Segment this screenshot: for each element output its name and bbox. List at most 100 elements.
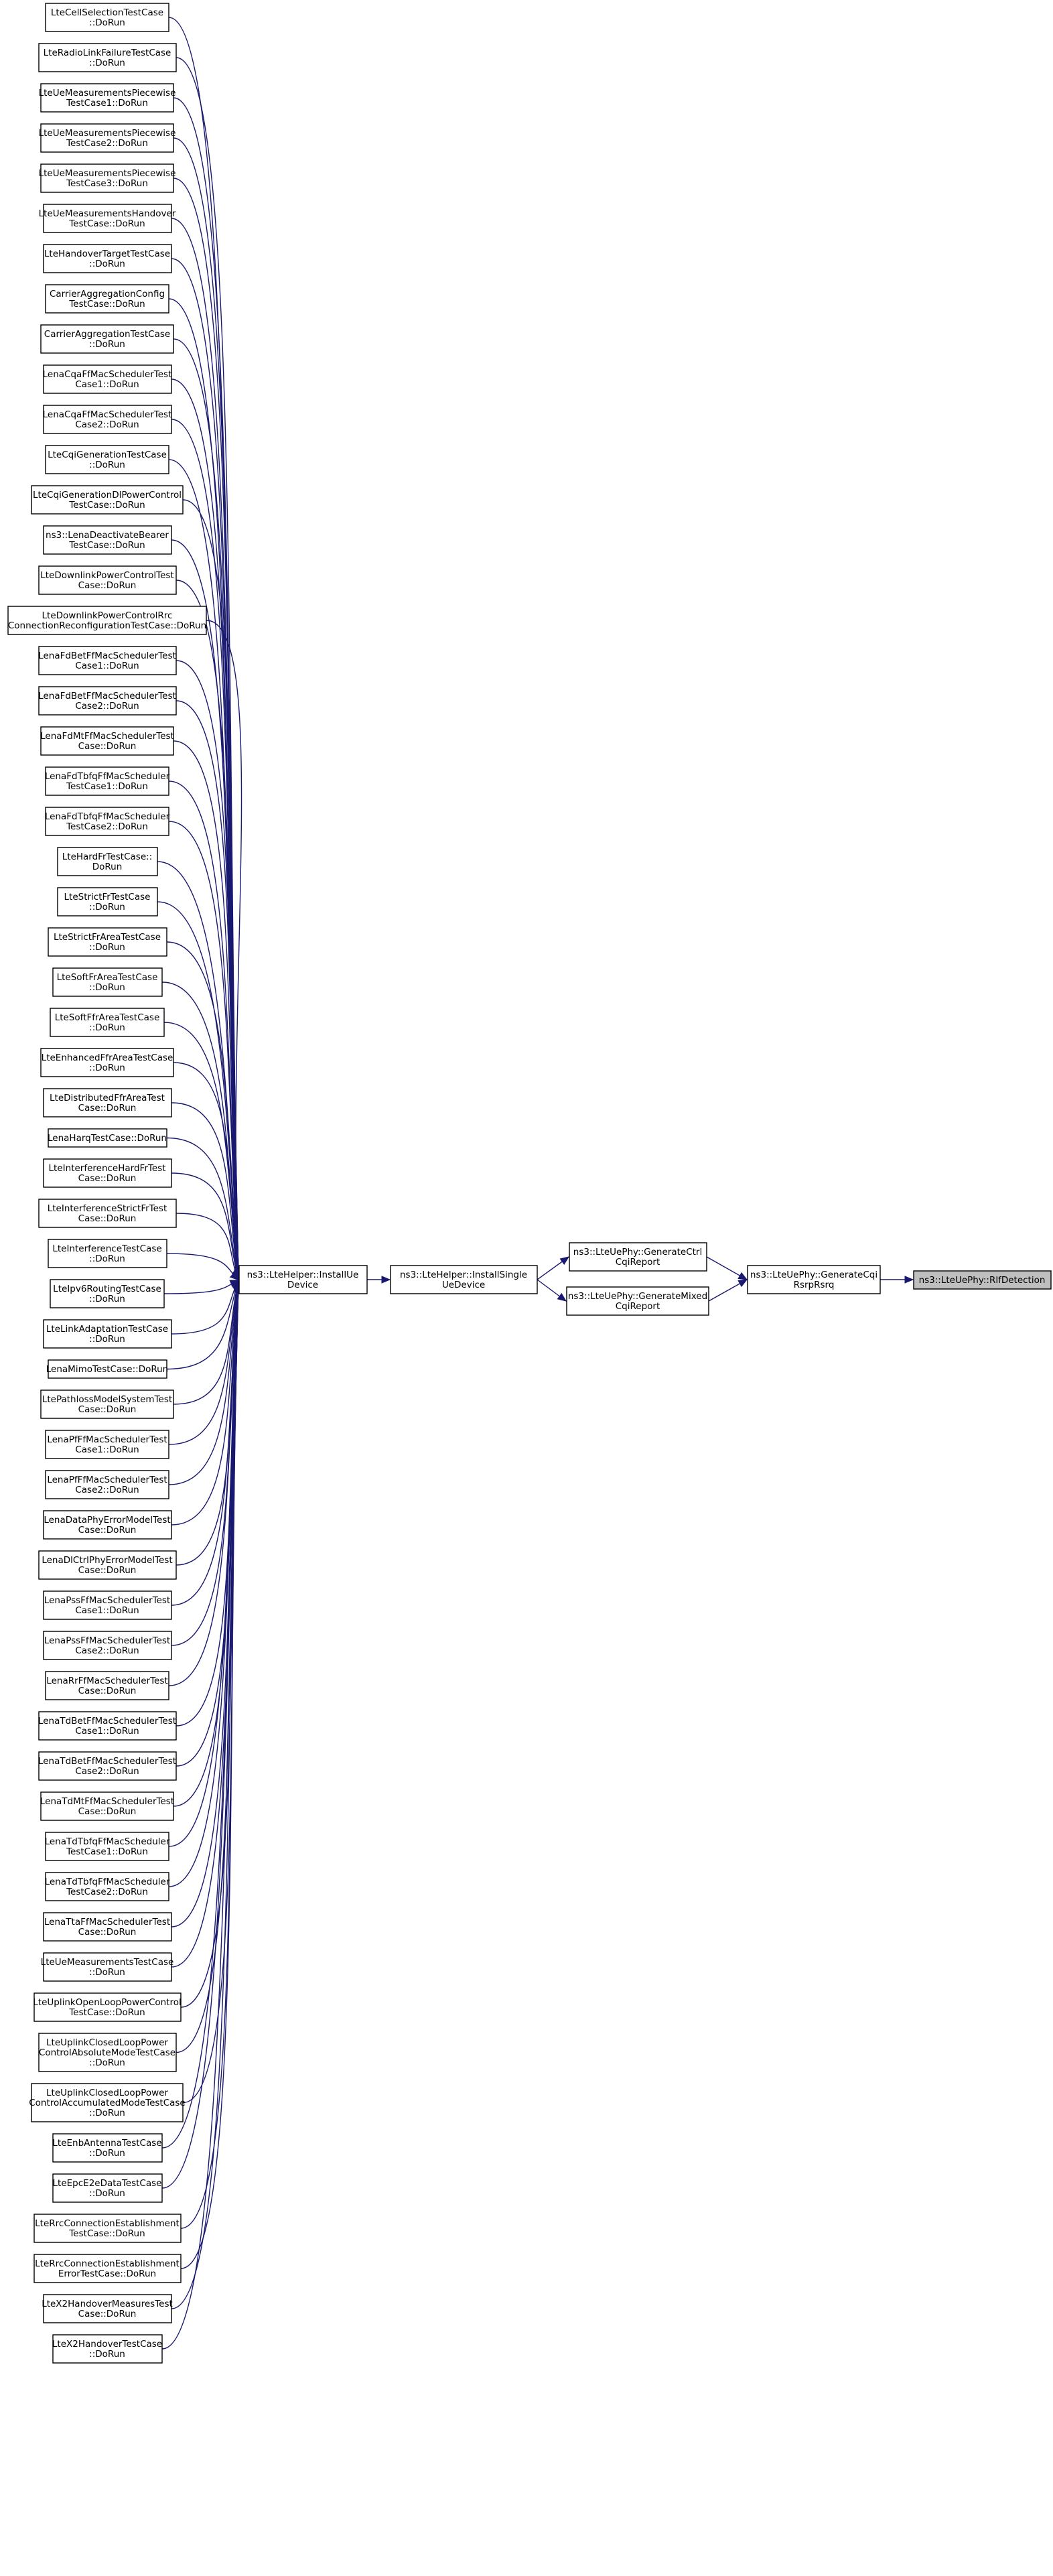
node-lterrcconnectionestablishment-errortestcase-dorun[interactable]: LteRrcConnectionEstablishmentErrorTestCa…	[33, 2254, 182, 2283]
node-ltesoftfrareatestcase-dorun[interactable]: LteSoftFrAreaTestCase::DoRun	[52, 967, 163, 997]
node-ltestrictfrtestcase-dorun[interactable]: LteStrictFrTestCase::DoRun	[57, 887, 158, 917]
node-label: UeDevice	[442, 1280, 485, 1290]
node-box	[747, 1265, 881, 1294]
node-box	[38, 2033, 177, 2072]
node-lteenhancedffrareatestcase-dorun[interactable]: LteEnhancedFfrAreaTestCase::DoRun	[40, 1048, 174, 1077]
node-label: LenaPssFfMacSchedulerTest	[44, 1595, 170, 1606]
node-label: ::DoRun	[89, 339, 125, 350]
node-lteuplinkclosedlooppower-controlaccumulatedmodetestcase-dorun[interactable]: LteUplinkClosedLoopPowerControlAccumulat…	[29, 2083, 186, 2122]
node-lteuplinkopenlooppowercontrol-testcase-dorun[interactable]: LteUplinkOpenLoopPowerControlTestCase::D…	[33, 1992, 182, 2022]
node-carrieraggregationtestcase-dorun[interactable]: CarrierAggregationTestCase::DoRun	[40, 324, 174, 354]
node-lterrcconnectionestablishment-testcase-dorun[interactable]: LteRrcConnectionEstablishmentTestCase::D…	[33, 2214, 182, 2243]
node-label: ::DoRun	[89, 58, 125, 68]
edge-rsrp-to-rlf	[880, 1276, 914, 1284]
node-box	[43, 1912, 172, 1942]
node-label: LenaTdTbfqFfMacScheduler	[45, 1836, 170, 1847]
node-lenaharqtestcase-dorun[interactable]: LenaHarqTestCase::DoRun	[48, 1128, 167, 1148]
node-ltecqigenerationdlpowercontrol-testcase-dorun[interactable]: LteCqiGenerationDlPowerControlTestCase::…	[31, 485, 184, 515]
edge-line	[176, 1213, 239, 1280]
node-label: LenaTdBetFfMacSchedulerTest	[38, 1716, 176, 1726]
node-box	[45, 1832, 169, 1861]
node-box	[43, 1631, 172, 1660]
node-ltelinkadaptationtestcase-dorun[interactable]: LteLinkAdaptationTestCase::DoRun	[43, 1319, 172, 1349]
node-box	[238, 1265, 368, 1294]
node-lteenbantennatestcase-dorun[interactable]: LteEnbAntennaTestCase::DoRun	[52, 2133, 163, 2163]
edge-single-to-ctrl	[537, 1256, 570, 1280]
edge-ue-to-single	[367, 1276, 391, 1284]
node-ltecellselectiontestcase-dorun[interactable]: LteCellSelectionTestCase::DoRun	[45, 3, 169, 32]
node-label: LenaPfFfMacSchedulerTest	[47, 1434, 167, 1445]
node-ltex2handovertestcase-dorun[interactable]: LteX2HandoverTestCase::DoRun	[52, 2334, 163, 2364]
node-label: LenaMimoTestCase::DoRun	[46, 1364, 169, 1375]
node-lteuemeasurementspiecewise-testcase2-dorun[interactable]: LteUeMeasurementsPiecewiseTestCase2::DoR…	[39, 123, 176, 153]
node-label: ErrorTestCase::DoRun	[58, 2268, 156, 2279]
node-label: TestCase::DoRun	[68, 2007, 145, 2018]
node-lteradiolinkfailuretestcase-dorun[interactable]: LteRadioLinkFailureTestCase::DoRun	[38, 43, 177, 72]
node-box	[913, 1270, 1052, 1290]
node-ltehandovertargettestcase-dorun[interactable]: LteHandoverTargetTestCase::DoRun	[43, 244, 172, 273]
node-label: TestCase2::DoRun	[66, 1887, 148, 1897]
node-lteuemeasurementspiecewise-testcase3-dorun[interactable]: LteUeMeasurementsPiecewiseTestCase3::DoR…	[39, 163, 176, 193]
node-lteuemeasurementstestcase-dorun[interactable]: LteUeMeasurementsTestCase::DoRun	[41, 1952, 174, 1982]
node-box	[40, 1389, 174, 1419]
node-label: Case2::DoRun	[75, 701, 139, 711]
node-lteinterferencetestcase-dorun[interactable]: LteInterferenceTestCase::DoRun	[48, 1239, 167, 1268]
node-box	[52, 2334, 163, 2364]
node-lteepce2edatatestcase-dorun[interactable]: LteEpcE2eDataTestCase::DoRun	[52, 2173, 163, 2203]
node-label: LteStrictFrAreaTestCase	[54, 932, 161, 943]
node-lteipv6routingtestcase-dorun[interactable]: LteIpv6RoutingTestCase::DoRun	[50, 1279, 165, 1308]
node-lenamimotestcase-dorun[interactable]: LenaMimoTestCase::DoRun	[46, 1359, 169, 1379]
node-lteuemeasurementspiecewise-testcase1-dorun[interactable]: LteUeMeasurementsPiecewiseTestCase1::DoR…	[39, 83, 176, 113]
node-ltehardfrtestcase-dorun[interactable]: LteHardFrTestCase::DoRun	[57, 847, 158, 876]
node-ltecqigenerationtestcase-dorun[interactable]: LteCqiGenerationTestCase::DoRun	[45, 445, 169, 474]
node-ltedownlinkpowercontrolrrc-connectionreconfigurationtestcase-dorun[interactable]: LteDownlinkPowerControlRrcConnectionReco…	[7, 606, 207, 635]
node-box	[48, 1128, 167, 1148]
node-label: Case1::DoRun	[75, 661, 139, 671]
node-ltestrictfrareatestcase-dorun[interactable]: LteStrictFrAreaTestCase::DoRun	[48, 927, 167, 957]
edge-ctrl-to-rsrp	[706, 1256, 748, 1280]
node-box	[38, 43, 177, 72]
node-label: ::DoRun	[89, 2057, 125, 2068]
node-box	[40, 163, 174, 193]
node-label: ns3::LteHelper::InstallUe	[247, 1270, 359, 1280]
node-label: Case2::DoRun	[75, 1766, 139, 1777]
node-ltesoftffrareatestcase-dorun[interactable]: LteSoftFfrAreaTestCase::DoRun	[50, 1008, 165, 1037]
node-ns3-lteuephy-rlfdetection[interactable]: ns3::LteUePhy::RlfDetection	[913, 1270, 1052, 1290]
node-label: LtePathlossModelSystemTest	[42, 1394, 172, 1405]
node-lteuplinkclosedlooppower-controlabsolutemodetestcase-dorun[interactable]: LteUplinkClosedLoopPowerControlAbsoluteM…	[38, 2033, 177, 2072]
